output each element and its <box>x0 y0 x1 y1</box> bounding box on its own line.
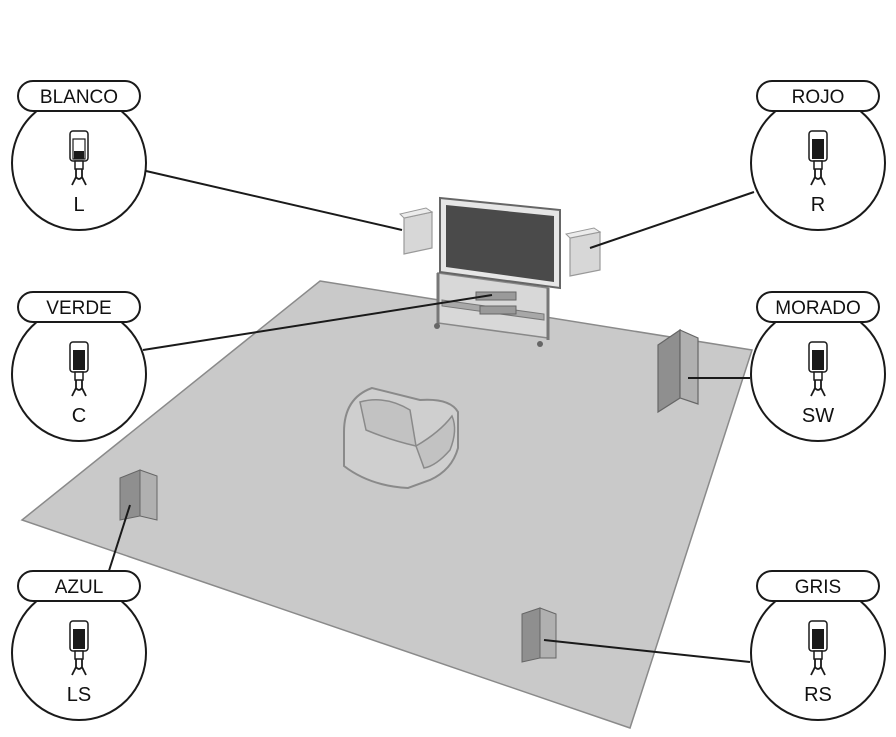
front-left-channel-code: L <box>73 194 84 216</box>
surround-right-connector: GRIS RS <box>750 570 886 721</box>
surround-left-channel-code: LS <box>67 684 91 706</box>
front-right-channel-code: R <box>811 194 825 216</box>
front-right-color-pill <box>756 80 880 112</box>
tv-stand <box>434 272 550 347</box>
surround-left-color-label: AZUL <box>55 577 104 598</box>
subwoofer-color-pill <box>756 291 880 323</box>
surround-right-color-pill <box>756 570 880 602</box>
front-right-speaker <box>564 227 602 277</box>
front-right-connector: ROJO R <box>750 80 886 231</box>
subwoofer-channel-code: SW <box>802 405 834 427</box>
connector-lines <box>106 170 755 663</box>
television <box>439 196 561 290</box>
surround-left-color-pill <box>17 570 141 602</box>
floor <box>20 280 753 729</box>
surround-right-channel-code: RS <box>804 684 832 706</box>
surround-left-connector: AZUL LS <box>11 570 147 721</box>
front-left-color-pill <box>17 80 141 112</box>
center-connector: VERDE C <box>11 291 147 442</box>
center-channel-code: C <box>72 405 86 427</box>
front-left-color-label: BLANCO <box>40 87 118 108</box>
subwoofer-connector: MORADO SW <box>750 291 886 442</box>
surround-left-speaker <box>119 469 158 521</box>
armchair <box>343 386 459 490</box>
subwoofer-color-label: MORADO <box>775 298 861 319</box>
center-color-label: VERDE <box>46 298 111 319</box>
center-color-pill <box>17 291 141 323</box>
front-left-connector: BLANCO L <box>11 80 147 231</box>
subwoofer-speaker <box>657 328 699 414</box>
front-right-color-label: ROJO <box>792 87 845 108</box>
surround-right-color-label: GRIS <box>795 577 841 598</box>
surround-right-speaker <box>521 607 557 663</box>
front-left-speaker <box>399 207 434 255</box>
